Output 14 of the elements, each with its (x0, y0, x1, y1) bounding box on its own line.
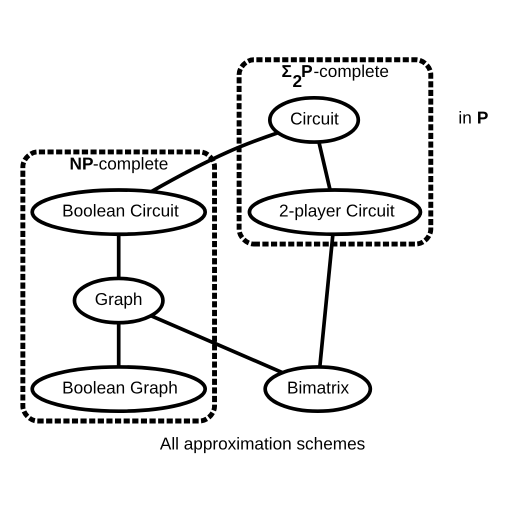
node-ellipse: Bimatrix (263, 364, 372, 412)
node-ellipse: Circuit (268, 96, 360, 144)
connector (317, 141, 332, 190)
node-ellipse: Graph (72, 276, 165, 324)
connector (116, 234, 121, 278)
connector (318, 234, 335, 366)
connector (150, 130, 279, 193)
connector (116, 322, 121, 366)
connector (150, 314, 284, 374)
node-ellipse: Boolean Graph (30, 364, 208, 412)
label: in P (458, 106, 488, 127)
node-ellipse: Boolean Circuit (30, 188, 208, 236)
caption: All approximation schemes (160, 433, 366, 453)
node-ellipse: 2-player Circuit (248, 188, 422, 236)
